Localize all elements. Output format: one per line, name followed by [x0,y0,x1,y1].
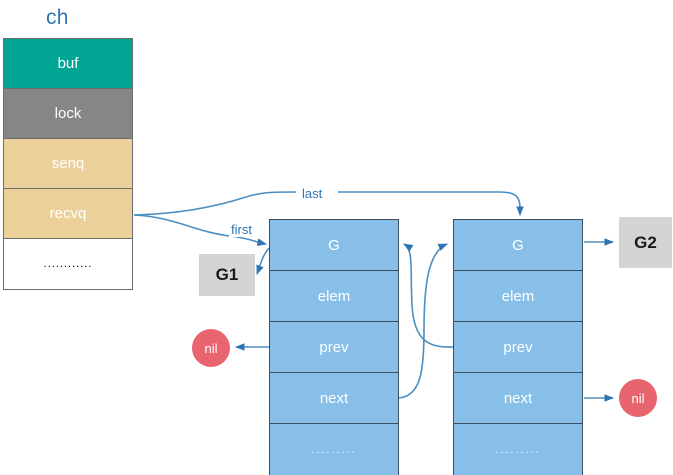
ch-field-ellipsis: ............ [4,239,132,289]
edge-label-last: last [300,186,325,201]
edge-label-first: first [229,222,254,237]
ch-title: ch [46,6,69,29]
sudog-right-field-prev[interactable]: prev [454,322,582,373]
sudog-left-field-prev[interactable]: prev [270,322,398,373]
ch-struct-box: buf lock senq recvq ............ [3,38,133,290]
ch-field-senq[interactable]: senq [4,139,132,189]
ch-field-buf[interactable]: buf [4,39,132,89]
sudog-left-field-elem[interactable]: elem [270,271,398,322]
sudog-node-right: G elem prev next ......... [453,219,583,475]
sudog-left-field-g[interactable]: G [270,220,398,271]
ch-field-lock[interactable]: lock [4,89,132,139]
goroutine-box-g1[interactable]: G1 [199,254,255,296]
sudog-left-field-ellipsis: ......... [270,424,398,475]
sudog-right-field-ellipsis: ......... [454,424,582,475]
edge-last-tail [338,191,524,216]
nil-terminal-right: nil [619,379,657,417]
edge-sudog1-to-g1 [256,247,270,275]
goroutine-box-g2[interactable]: G2 [619,217,672,268]
ch-field-recvq[interactable]: recvq [4,189,132,239]
sudog-node-left: G elem prev next ......... [269,219,399,475]
sudog-right-field-g[interactable]: G [454,220,582,271]
nil-terminal-left: nil [192,329,230,367]
edge-sudog1-next-to-sudog2 [398,243,448,399]
edge-recvq-last [133,191,297,216]
sudog-right-field-next[interactable]: next [454,373,582,424]
edge-sudog2-prev-to-sudog1 [403,243,454,348]
sudog-left-field-next[interactable]: next [270,373,398,424]
sudog-right-field-elem[interactable]: elem [454,271,582,322]
